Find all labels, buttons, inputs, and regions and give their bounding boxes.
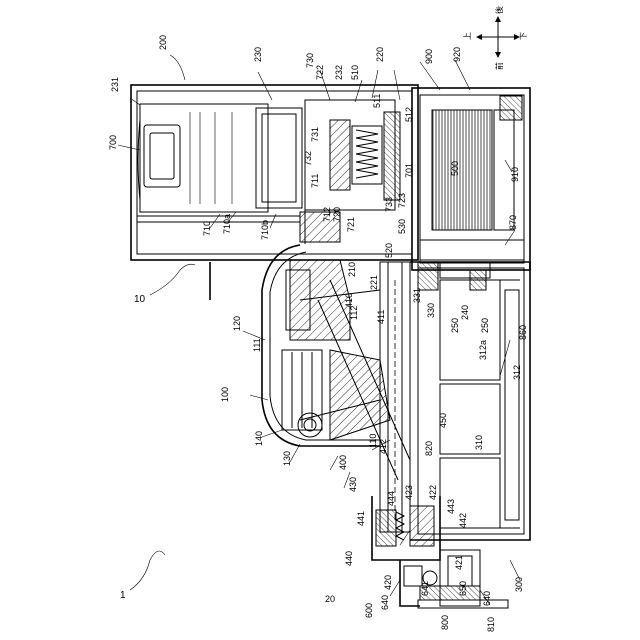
- label-423: 423: [404, 485, 414, 500]
- label-722: 722: [315, 65, 325, 80]
- label-520: 520: [384, 243, 394, 258]
- label-200: 200: [158, 35, 168, 50]
- label-530: 530: [397, 219, 407, 234]
- label-710: 710: [202, 221, 212, 236]
- direction-up-label: 上: [463, 32, 472, 40]
- label-232: 232: [334, 65, 344, 80]
- label-810: 810: [486, 617, 496, 632]
- label-100: 100: [220, 387, 230, 402]
- label-712: 712: [322, 207, 332, 222]
- label-210: 210: [347, 262, 357, 277]
- label-600: 600: [364, 603, 374, 618]
- label-443: 443: [446, 499, 456, 514]
- label-331: 331: [412, 288, 422, 303]
- label-701: 701: [404, 163, 414, 178]
- label-422: 422: [428, 485, 438, 500]
- label-721: 721: [346, 217, 356, 232]
- label-640a: 640: [380, 595, 390, 610]
- label-730: 730: [305, 53, 315, 68]
- label-500: 500: [450, 161, 460, 176]
- label-910: 910: [510, 167, 520, 182]
- label-140: 140: [254, 431, 264, 446]
- label-120: 120: [232, 316, 242, 331]
- label-723: 723: [397, 193, 407, 208]
- label-442: 442: [458, 513, 468, 528]
- label-240: 240: [460, 305, 470, 320]
- direction-cross-icon: [476, 16, 520, 58]
- label-330: 330: [426, 303, 436, 318]
- label-221: 221: [369, 275, 379, 290]
- label-870: 870: [508, 215, 518, 230]
- label-733: 733: [384, 197, 394, 212]
- label-312: 312: [512, 365, 522, 380]
- label-860: 860: [518, 325, 528, 340]
- label-230: 230: [253, 47, 263, 62]
- label-444: 444: [386, 491, 396, 506]
- label-510: 510: [350, 65, 360, 80]
- direction-down-label: 下: [519, 32, 528, 40]
- label-650: 650: [458, 581, 468, 596]
- label-512: 512: [404, 107, 414, 122]
- label-720: 720: [332, 207, 342, 222]
- label-710a: 710a: [222, 214, 232, 234]
- label-820: 820: [424, 441, 434, 456]
- label-420: 420: [383, 575, 393, 590]
- label-300: 300: [514, 577, 524, 592]
- label-412: 412: [378, 439, 388, 454]
- label-10: 10: [134, 294, 146, 305]
- label-110: 110: [368, 434, 378, 448]
- label-250b: 250: [480, 318, 490, 333]
- label-920: 920: [452, 47, 462, 62]
- label-900: 900: [424, 49, 434, 64]
- direction-rear-label: 後: [494, 6, 504, 14]
- label-20: 20: [325, 594, 335, 604]
- label-641: 641: [420, 581, 430, 596]
- label-130: 130: [282, 451, 292, 466]
- label-800: 800: [440, 615, 450, 630]
- label-1: 1: [120, 590, 126, 601]
- label-430: 430: [348, 477, 358, 492]
- label-421: 421: [454, 555, 464, 570]
- label-312a: 312a: [478, 340, 488, 360]
- label-450: 450: [438, 413, 448, 428]
- label-231: 231: [110, 77, 120, 92]
- label-250a: 250: [450, 318, 460, 333]
- direction-front-label: 前: [494, 62, 504, 70]
- label-441: 441: [356, 511, 366, 526]
- label-710b: 710b: [260, 220, 270, 240]
- label-732: 732: [303, 151, 313, 166]
- label-111: 111: [252, 338, 262, 352]
- label-711: 711: [310, 174, 320, 188]
- label-640b: 640: [482, 591, 492, 606]
- label-220: 220: [375, 47, 385, 62]
- module-700: [138, 104, 302, 212]
- label-731: 731: [310, 127, 320, 142]
- label-411: 411: [376, 310, 386, 324]
- label-410: 410: [344, 293, 354, 308]
- label-400: 400: [338, 455, 348, 470]
- label-310: 310: [474, 435, 484, 450]
- label-511: 511: [372, 94, 382, 108]
- label-440: 440: [344, 551, 354, 566]
- label-700: 700: [108, 135, 118, 150]
